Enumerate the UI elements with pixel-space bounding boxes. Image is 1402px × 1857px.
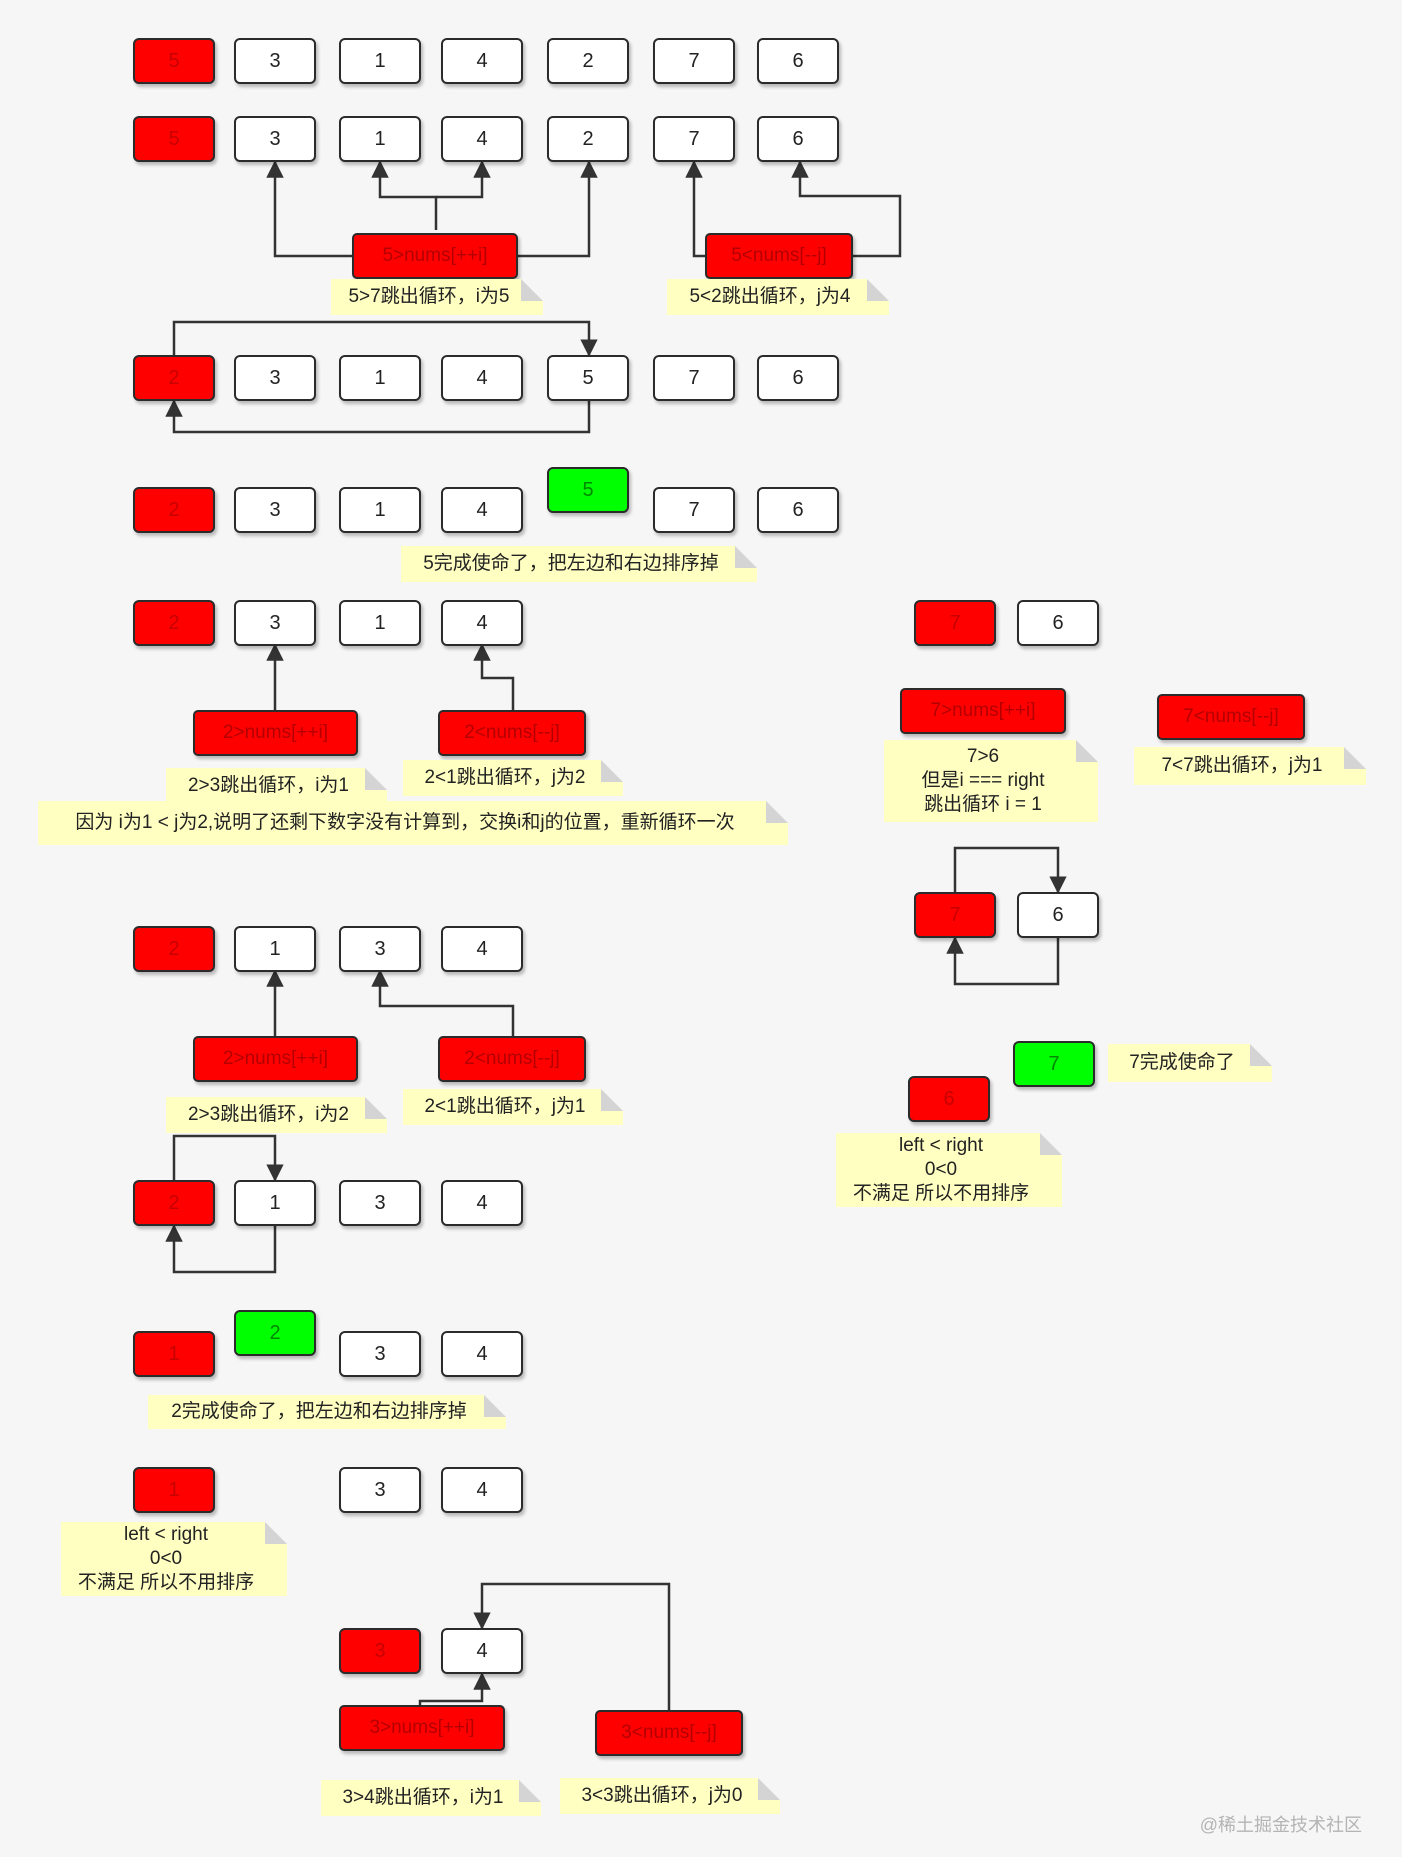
annotation-note: left < right 0<0 不满足 所以不用排序 — [836, 1133, 1062, 1207]
annotation-note: 3<3跳出循环，j为0 — [560, 1778, 780, 1814]
operation-box: 2<nums[--j] — [438, 1036, 586, 1082]
pivot-box: 2 — [133, 926, 215, 972]
number-box: 4 — [441, 116, 523, 162]
number-box: 4 — [441, 600, 523, 646]
pivot-box: 2 — [133, 1180, 215, 1226]
number-box: 1 — [339, 38, 421, 84]
annotation-note: 2>3跳出循环，i为2 — [166, 1097, 387, 1133]
number-box: 6 — [757, 355, 839, 401]
number-box: 4 — [441, 38, 523, 84]
number-box: 4 — [441, 1628, 523, 1674]
operation-box: 2>nums[++i] — [193, 710, 358, 756]
operation-box: 5>nums[++i] — [352, 233, 518, 279]
number-box: 6 — [1017, 892, 1099, 938]
pivot-box: 1 — [133, 1331, 215, 1377]
number-box: 4 — [441, 1331, 523, 1377]
operation-box: 2<nums[--j] — [438, 710, 586, 756]
annotation-note: 7完成使命了 — [1108, 1044, 1272, 1082]
number-box: 3 — [339, 1331, 421, 1377]
annotation-note: 因为 i为1 < j为2,说明了还剩下数字没有计算到，交换i和j的位置，重新循环… — [38, 801, 788, 845]
number-box: 6 — [757, 38, 839, 84]
pivot-box: 2 — [133, 487, 215, 533]
number-box: 3 — [234, 487, 316, 533]
number-box: 6 — [1017, 600, 1099, 646]
annotation-note: 2完成使命了，把左边和右边排序掉 — [148, 1395, 506, 1429]
number-box: 2 — [547, 38, 629, 84]
pivot-box: 6 — [908, 1076, 990, 1122]
placed-box: 2 — [234, 1310, 316, 1356]
annotation-note: 5完成使命了，把左边和右边排序掉 — [401, 546, 757, 582]
annotation-note: 2>3跳出循环，i为1 — [166, 768, 387, 804]
number-box: 2 — [547, 116, 629, 162]
annotation-note: 7>6 但是i === right 跳出循环 i = 1 — [884, 740, 1098, 822]
number-box: 3 — [234, 600, 316, 646]
number-box: 3 — [339, 1180, 421, 1226]
pivot-box: 5 — [133, 38, 215, 84]
number-box: 6 — [757, 487, 839, 533]
annotation-note: 5>7跳出循环，i为5 — [331, 279, 543, 315]
number-box: 7 — [653, 116, 735, 162]
pivot-box: 7 — [914, 892, 996, 938]
operation-box: 5<nums[--j] — [705, 233, 853, 279]
number-box: 4 — [441, 1467, 523, 1513]
pivot-box: 7 — [914, 600, 996, 646]
pivot-box: 2 — [133, 600, 215, 646]
number-box: 4 — [441, 926, 523, 972]
number-box: 1 — [339, 487, 421, 533]
pivot-box: 3 — [339, 1628, 421, 1674]
pivot-box: 5 — [133, 116, 215, 162]
operation-box: 2>nums[++i] — [193, 1036, 358, 1082]
watermark: @稀土掘金技术社区 — [1199, 1815, 1362, 1835]
number-box: 1 — [234, 926, 316, 972]
operation-box: 7>nums[++i] — [900, 688, 1066, 734]
number-box: 4 — [441, 355, 523, 401]
number-box: 3 — [234, 116, 316, 162]
pivot-box: 2 — [133, 355, 215, 401]
number-box: 4 — [441, 487, 523, 533]
number-box: 1 — [339, 600, 421, 646]
number-box: 7 — [653, 38, 735, 84]
operation-box: 3<nums[--j] — [595, 1710, 743, 1756]
placed-box: 7 — [1013, 1041, 1095, 1087]
annotation-note: 7<7跳出循环，j为1 — [1134, 747, 1366, 785]
annotation-note: 3>4跳出循环，i为1 — [321, 1780, 541, 1816]
number-box: 5 — [547, 355, 629, 401]
number-box: 4 — [441, 1180, 523, 1226]
operation-box: 7<nums[--j] — [1157, 694, 1305, 740]
number-box: 7 — [653, 355, 735, 401]
annotation-note: 2<1跳出循环，j为2 — [403, 760, 623, 796]
annotation-note: 2<1跳出循环，j为1 — [403, 1089, 623, 1125]
number-box: 3 — [339, 926, 421, 972]
number-box: 3 — [339, 1467, 421, 1513]
number-box: 6 — [757, 116, 839, 162]
number-box: 1 — [234, 1180, 316, 1226]
operation-box: 3>nums[++i] — [339, 1705, 505, 1751]
number-box: 1 — [339, 116, 421, 162]
number-box: 3 — [234, 355, 316, 401]
pivot-box: 1 — [133, 1467, 215, 1513]
number-box: 7 — [653, 487, 735, 533]
number-box: 3 — [234, 38, 316, 84]
annotation-note: 5<2跳出循环，j为4 — [667, 279, 889, 315]
annotation-note: left < right 0<0 不满足 所以不用排序 — [61, 1522, 287, 1596]
number-box: 1 — [339, 355, 421, 401]
placed-box: 5 — [547, 467, 629, 513]
